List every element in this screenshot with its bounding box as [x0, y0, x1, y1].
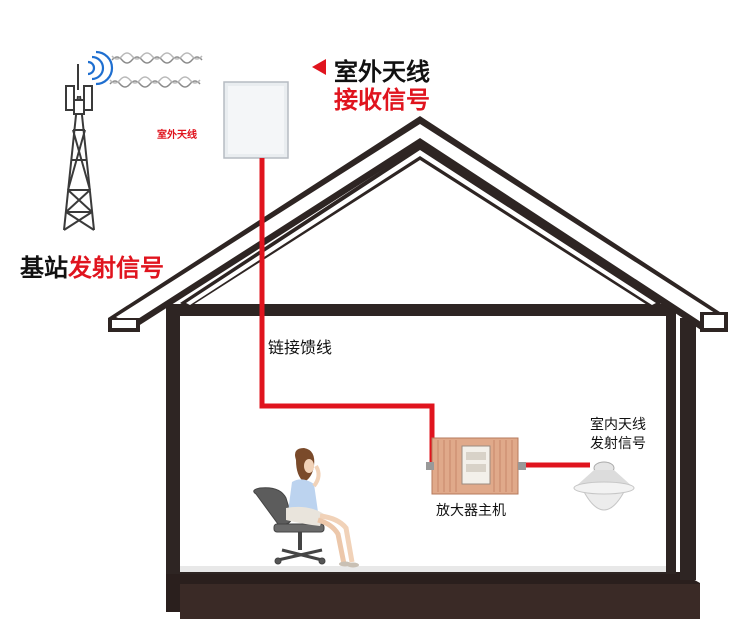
indoor-transmit-label: 发射信号 [590, 436, 646, 452]
ceiling-antenna-icon [573, 461, 635, 511]
outdoor-antenna-label: 室外天线 [334, 58, 430, 86]
base-station-tower-icon [63, 64, 95, 231]
feeder-cable-label: 链接馈线 [268, 338, 333, 357]
house [108, 116, 728, 580]
amplifier-host [426, 437, 526, 495]
receive-signal-label: 接收信号 [334, 86, 430, 114]
indoor-antenna-label: 室内天线 [590, 417, 646, 433]
feeder-cable [259, 158, 590, 468]
ground [166, 572, 700, 619]
base-station-label: 基站发射信号 [20, 248, 164, 283]
outdoor-antenna-small-label: 室外天线 [157, 130, 197, 141]
base-station-text: 基站 [20, 254, 68, 282]
roof [108, 116, 728, 332]
triangle-pointer-icon [312, 59, 326, 75]
office-chair-icon [253, 487, 326, 565]
seated-woman-icon [286, 448, 359, 568]
transmit-signal-text: 发射信号 [68, 254, 164, 282]
radio-waves-icon [109, 52, 203, 88]
tower-signal-arcs [87, 50, 114, 86]
outdoor-panel-antenna [223, 81, 289, 159]
amplifier-host-label: 放大器主机 [436, 503, 506, 519]
